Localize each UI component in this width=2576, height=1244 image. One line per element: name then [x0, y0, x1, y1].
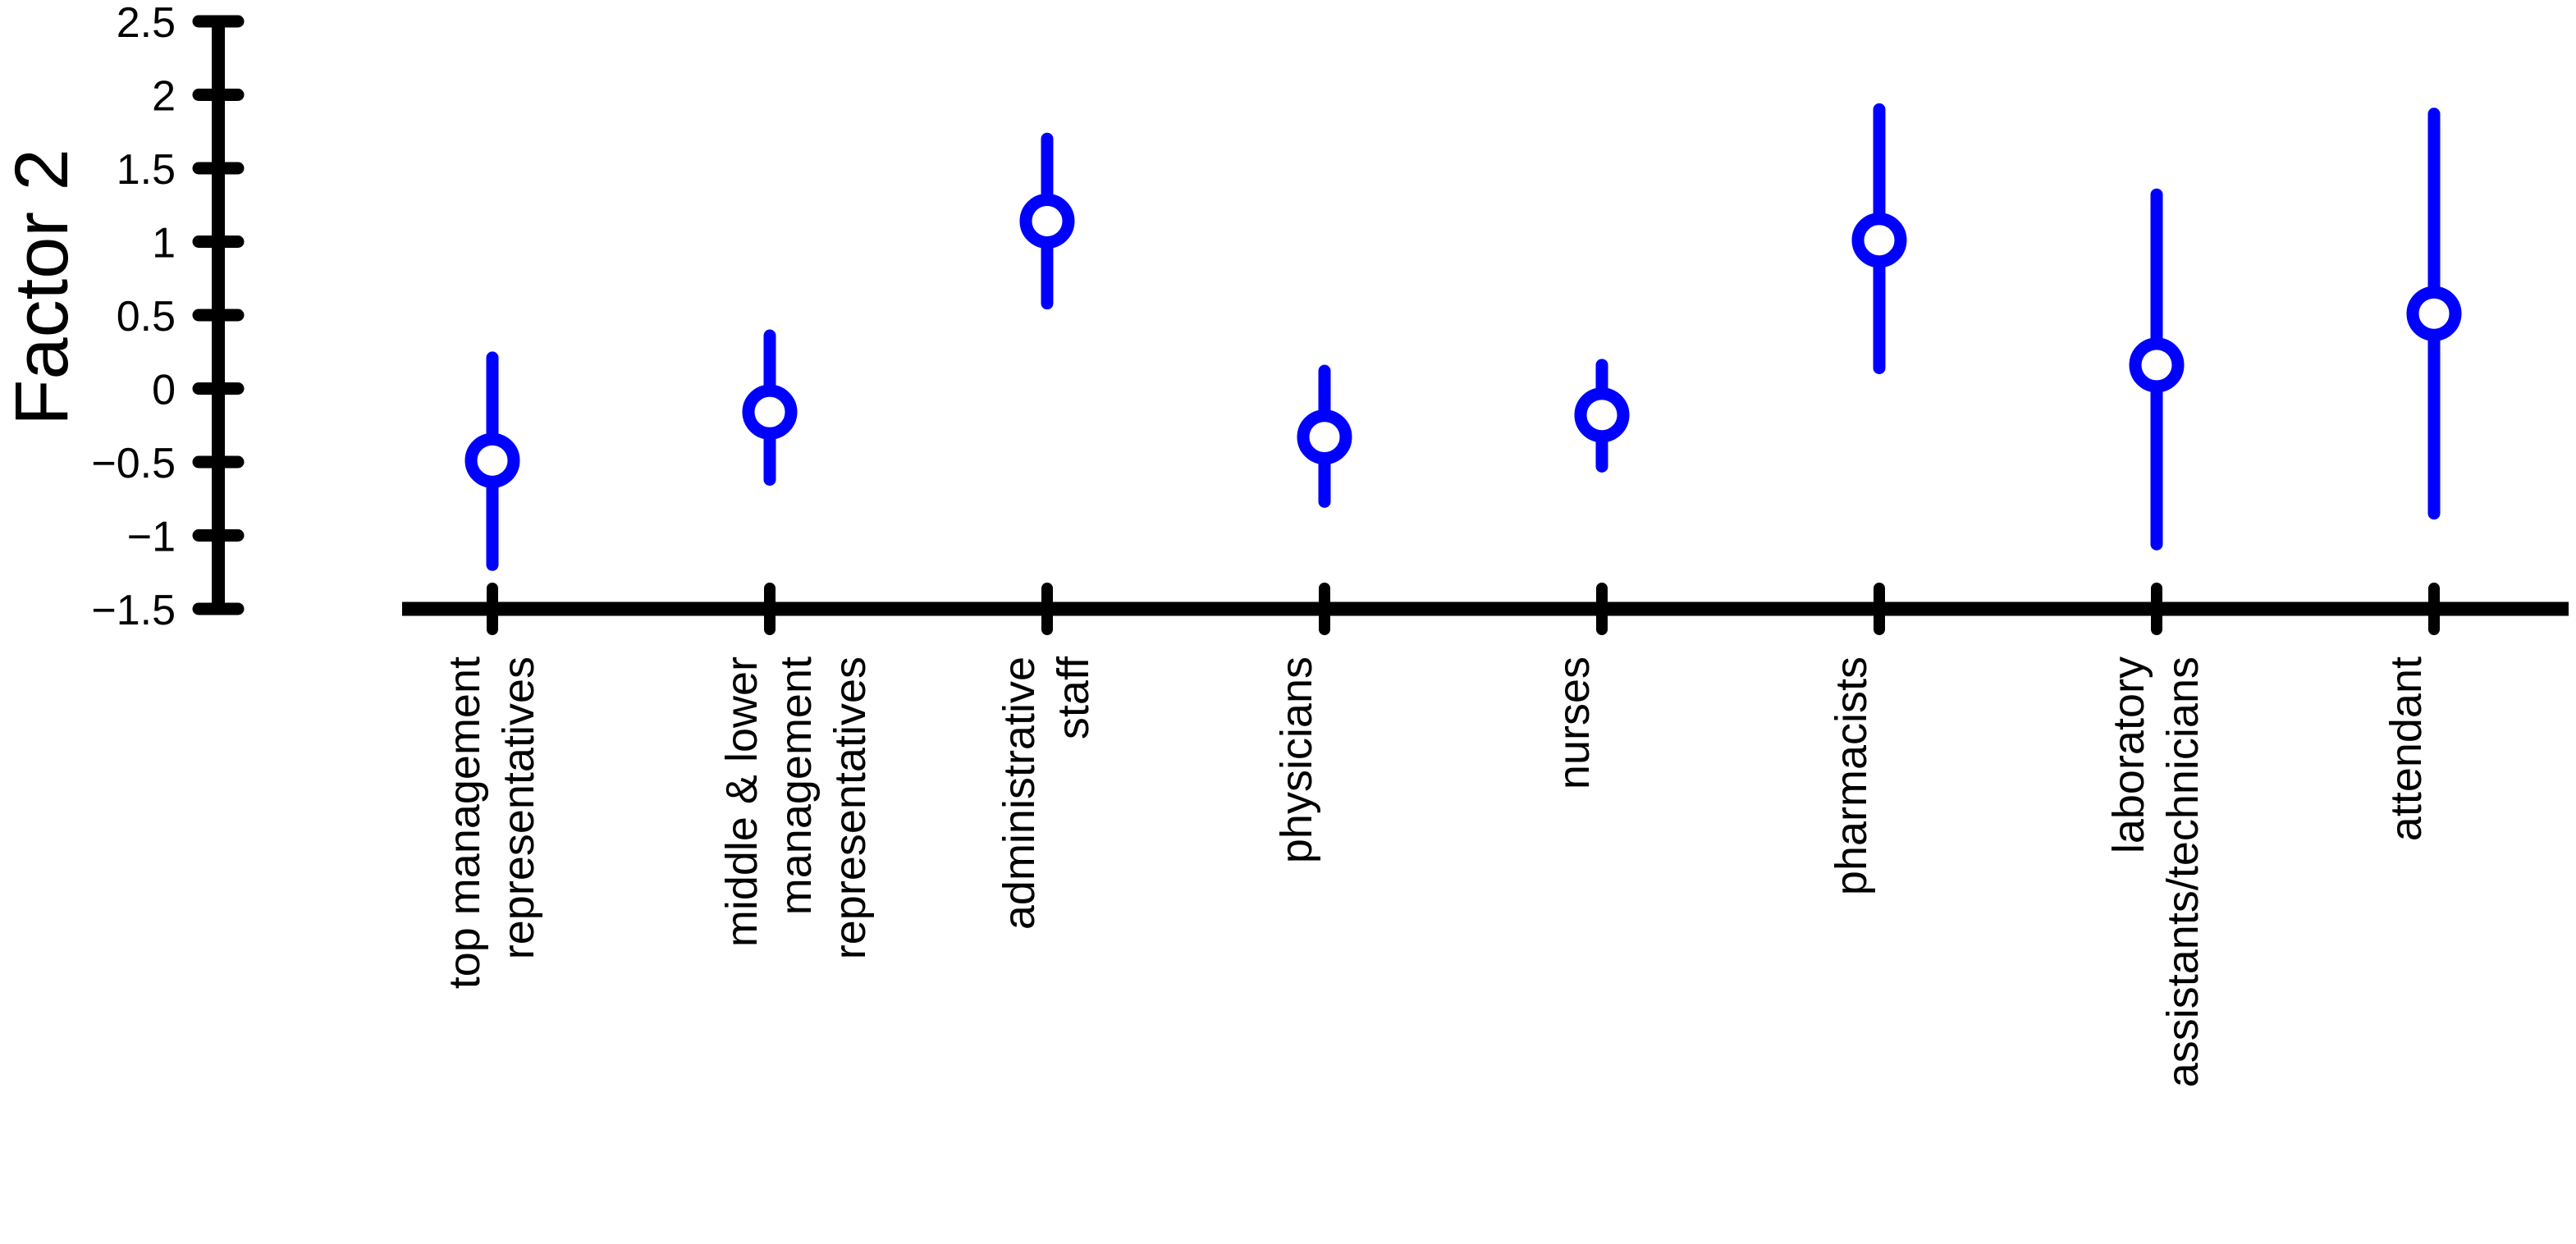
data-point: [2129, 188, 2185, 551]
y-tick-label: 1.5: [117, 146, 176, 194]
data-point: [742, 329, 798, 486]
data-point: [2406, 107, 2462, 520]
marker-open-circle: [1297, 409, 1352, 465]
data-series: [464, 103, 2462, 571]
marker-open-circle: [464, 432, 520, 488]
y-tick-label: 1: [152, 220, 176, 268]
x-tick-label: administrative: [995, 656, 1044, 930]
y-tick-label: 2.5: [117, 0, 176, 47]
x-tick-label: representatives: [826, 656, 875, 959]
x-tick-label: attendant: [2382, 656, 2431, 841]
y-tick-label: −0.5: [91, 440, 176, 487]
y-axis: [192, 15, 245, 615]
y-tick-label: −1.5: [91, 587, 176, 634]
x-tick-label: assistants/technicians: [2158, 656, 2208, 1087]
marker-open-circle: [742, 384, 798, 440]
data-point: [1297, 364, 1352, 508]
y-tick-labels: 2.5 2 1.5 1 0.5 0 −0.5 −1 −1.5: [91, 0, 176, 634]
x-tick-label: nurses: [1549, 656, 1599, 789]
data-point: [1851, 103, 1907, 374]
y-tick-label: −1: [127, 514, 176, 561]
y-tick-label: 0: [152, 367, 176, 414]
data-point: [1574, 359, 1630, 473]
marker-open-circle: [1019, 193, 1075, 249]
y-axis-title: Factor 2: [0, 149, 84, 425]
marker-open-circle: [2129, 337, 2185, 393]
data-point: [464, 351, 520, 571]
x-tick-label: middle & lower: [717, 656, 766, 947]
x-tick-label: pharmacists: [1827, 656, 1876, 895]
x-tick-label: staff: [1049, 656, 1098, 739]
data-point: [1019, 132, 1075, 310]
x-tick-label: laboratory: [2104, 656, 2153, 853]
x-tick-label: representatives: [494, 656, 543, 959]
x-tick-label: top management: [440, 656, 489, 989]
y-tick-label: 0.5: [117, 293, 176, 341]
x-tick-label: physicians: [1272, 656, 1321, 863]
marker-open-circle: [2406, 286, 2462, 341]
marker-open-circle: [1851, 213, 1907, 268]
marker-open-circle: [1574, 387, 1630, 443]
y-axis-title-text: Factor 2: [0, 149, 84, 425]
x-axis: [402, 583, 2569, 635]
y-tick-label: 2: [152, 73, 176, 121]
x-tick-label: management: [771, 656, 821, 915]
